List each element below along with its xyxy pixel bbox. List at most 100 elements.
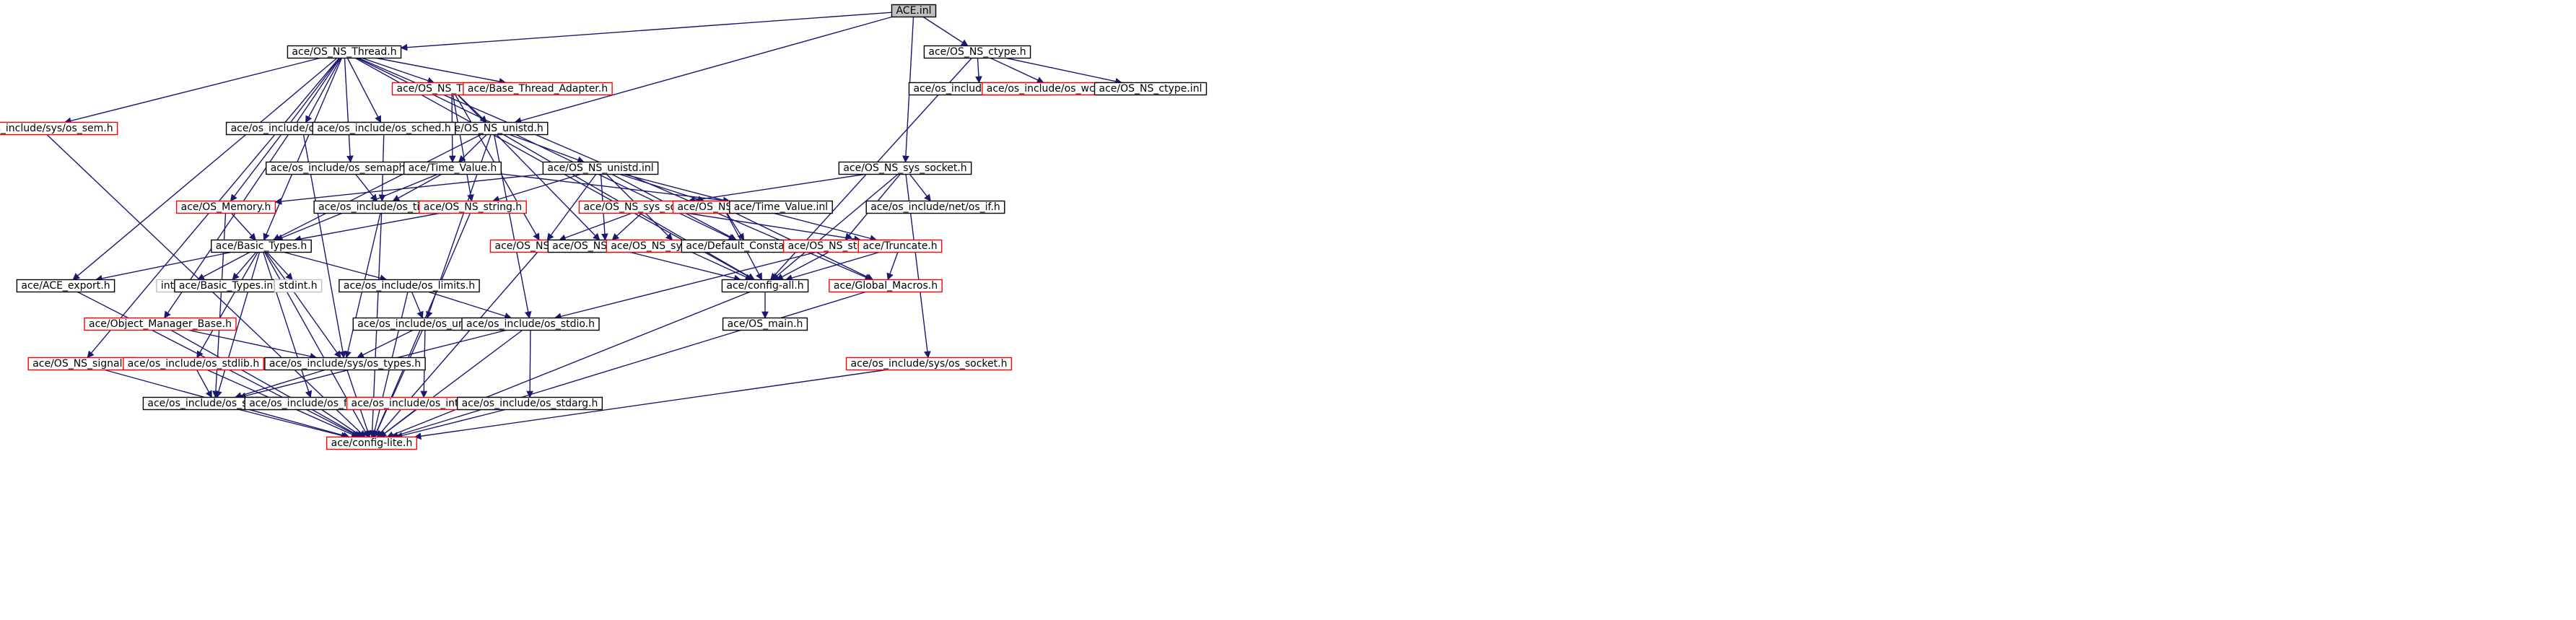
edge-os-include-os-stdio-h-to-os-include-os-stdarg-h bbox=[526, 330, 534, 398]
node-box bbox=[729, 200, 833, 214]
node-os-include-os-unistd-h[interactable]: ace/os_include/os_unistd.h bbox=[352, 317, 498, 331]
node-stdint-h[interactable]: stdint.h bbox=[274, 279, 323, 293]
node-global-macros-h[interactable]: ace/Global_Macros.h bbox=[829, 279, 943, 293]
node-box bbox=[829, 279, 943, 293]
node-os-memory-h[interactable]: ace/OS_Memory.h bbox=[175, 200, 276, 214]
node-os-ns-ctype-h[interactable]: ace/OS_NS_ctype.h bbox=[923, 45, 1031, 59]
node-label: ace/OS_NS_ctype.inl bbox=[1099, 83, 1202, 95]
node-time-value-inl[interactable]: ace/Time_Value.inl bbox=[729, 200, 833, 214]
node-os-include-sys-os-types-h[interactable]: ace/os_include/sys/os_types.h bbox=[264, 357, 426, 371]
edge-os-ns-thread-h-to-os-include-os-pthread-h bbox=[305, 58, 341, 123]
node-basic-types-h[interactable]: ace/Basic_Types.h bbox=[211, 239, 312, 253]
node-truncate-h[interactable]: ace/Truncate.h bbox=[857, 239, 943, 253]
node-os-include-sys-os-sem-h[interactable]: ace/os_include/sys/os_sem.h bbox=[0, 121, 118, 136]
node-os-ns-ctype-inl[interactable]: ace/OS_NS_ctype.inl bbox=[1093, 82, 1208, 96]
node-os-include-os-semaphore-h[interactable]: ace/os_include/os_semaphore.h bbox=[265, 161, 437, 175]
node-os-include-os-stdlib-h[interactable]: ace/os_include/os_stdlib.h bbox=[123, 357, 264, 371]
node-box bbox=[16, 279, 115, 293]
node-os-ns-sys-socket-h[interactable]: ace/OS_NS_sys_socket.h bbox=[838, 161, 972, 175]
edge-os-ns-fcntl-h-to-default-constants-h bbox=[726, 213, 745, 241]
edge-os-include-os-stdlib-h-to-os-include-os-stddef-h bbox=[196, 370, 212, 398]
node-box bbox=[542, 161, 659, 175]
node-os-include-os-stdarg-h[interactable]: ace/os_include/os_stdarg.h bbox=[456, 396, 603, 411]
node-label: ace/os_include/os_stdio.h bbox=[466, 318, 595, 330]
node-label: ace/OS_NS_unistd.h bbox=[442, 123, 543, 134]
edge-ace-inl-to-os-ns-ctype-h bbox=[922, 16, 969, 47]
edge-os-ns-thread-inl-to-os-ns-string-h bbox=[452, 95, 474, 202]
node-os-include-os-wctype-h[interactable]: ace/os_include/os_wctype.h bbox=[982, 82, 1132, 96]
node-box bbox=[845, 357, 1013, 371]
node-os-ns-unistd-h[interactable]: ace/OS_NS_unistd.h bbox=[437, 121, 549, 136]
node-label: ace/os_include/os_time.h bbox=[318, 201, 445, 213]
edge-basic-types-h-to-os-include-sys-os-types-h bbox=[265, 252, 341, 359]
node-label: ace/os_include/os_limits.h bbox=[344, 280, 475, 292]
node-label: ace/Time_Value.h bbox=[409, 162, 497, 174]
edge-os-ns-macros-h-to-config-all-h bbox=[629, 251, 741, 282]
node-os-include-os-sched-h[interactable]: ace/os_include/os_sched.h bbox=[312, 121, 456, 136]
edge-basic-types-h-to-ace-export-h bbox=[95, 251, 232, 282]
edge-global-macros-h-to-config-lite-h bbox=[390, 291, 866, 439]
edge-os-ns-unistd-inl-to-os-ns-fcntl-h bbox=[619, 173, 705, 203]
node-label: ace/os_include/os_wctype.h bbox=[987, 83, 1127, 95]
edge-os-include-os-stdarg-h-to-config-lite-h bbox=[395, 409, 506, 440]
node-layer: ACE.inl ace/OS_NS_Thread.h ace/OS_NS_ctype… bbox=[0, 4, 1208, 450]
node-box bbox=[403, 161, 502, 175]
node-box bbox=[175, 200, 276, 214]
edge-os-ns-unistd-h-to-time-value-h bbox=[458, 134, 487, 163]
node-box bbox=[287, 45, 402, 59]
node-os-include-os-time-h[interactable]: ace/os_include/os_time.h bbox=[313, 200, 450, 214]
edge-os-memory-h-to-basic-types-h bbox=[231, 213, 256, 241]
node-box bbox=[461, 317, 600, 331]
node-os-main-h[interactable]: ace/OS_main.h bbox=[722, 317, 808, 331]
edge-os-ns-sys-socket-inl-to-os-ns-errno-h bbox=[559, 212, 632, 242]
node-os-include-os-limits-h[interactable]: ace/os_include/os_limits.h bbox=[339, 279, 480, 293]
node-os-ns-thread-h[interactable]: ace/OS_NS_Thread.h bbox=[287, 45, 402, 59]
node-ace-export-h[interactable]: ace/ACE_export.h bbox=[16, 279, 115, 293]
node-time-value-h[interactable]: ace/Time_Value.h bbox=[403, 161, 502, 175]
node-os-ns-unistd-inl[interactable]: ace/OS_NS_unistd.inl bbox=[542, 161, 659, 175]
node-label: ace/OS_NS_string.h bbox=[424, 201, 522, 213]
edge-os-include-sys-os-socket-h-to-config-lite-h bbox=[414, 369, 886, 440]
edge-os-ns-thread-h-to-os-ns-thread-inl bbox=[362, 57, 435, 84]
node-label: ace/os_include/sys/os_socket.h bbox=[851, 358, 1008, 370]
node-object-manager-base-h[interactable]: ace/Object_Manager_Base.h bbox=[84, 317, 237, 331]
node-box bbox=[326, 436, 418, 450]
edge-os-ns-ctype-h-to-os-include-os-wctype-h bbox=[990, 57, 1044, 84]
node-box bbox=[857, 239, 943, 253]
node-box bbox=[312, 121, 456, 136]
node-box bbox=[721, 279, 809, 293]
node-label: ace/OS_NS_signal.h bbox=[32, 358, 132, 370]
node-config-all-h[interactable]: ace/config-all.h bbox=[721, 279, 809, 293]
node-label: ace/ACE_export.h bbox=[21, 280, 110, 292]
edge-os-ns-unistd-inl-to-os-ns-errno-h bbox=[546, 174, 597, 241]
edge-os-ns-sys-socket-h-to-os-ns-sys-socket-inl bbox=[688, 173, 865, 204]
node-basic-types-inl[interactable]: ace/Basic_Types.inl bbox=[174, 279, 281, 293]
node-base-thread-adapter-h[interactable]: ace/Base_Thread_Adapter.h bbox=[463, 82, 613, 96]
edge-os-ns-stropts-h-to-config-all-h bbox=[776, 251, 829, 281]
node-label: stdint.h bbox=[279, 280, 317, 292]
edge-os-ns-unistd-inl-to-os-ns-string-h bbox=[492, 173, 581, 203]
node-label: ace/os_include/os_semaphore.h bbox=[271, 162, 432, 174]
edge-os-ns-sys-socket-inl-to-os-ns-macros-h bbox=[611, 212, 642, 241]
edge-os-include-os-unistd-h-to-config-lite-h bbox=[373, 330, 423, 438]
node-box bbox=[419, 200, 527, 214]
node-os-ns-string-h[interactable]: ace/OS_NS_string.h bbox=[419, 200, 527, 214]
node-box bbox=[84, 317, 237, 331]
node-os-include-net-os-if-h[interactable]: ace/os_include/net/os_if.h bbox=[865, 200, 1005, 214]
node-os-include-os-stdio-h[interactable]: ace/os_include/os_stdio.h bbox=[461, 317, 600, 331]
edge-os-ns-thread-h-to-basic-types-h bbox=[263, 58, 343, 241]
edge-os-ns-thread-h-to-ace-export-h bbox=[72, 57, 338, 281]
node-os-include-sys-os-socket-h[interactable]: ace/os_include/sys/os_socket.h bbox=[845, 357, 1013, 371]
edge-basic-types-h-to-os-include-os-stdlib-h bbox=[196, 252, 258, 359]
edge-os-ns-thread-inl-to-os-ns-macros-h bbox=[457, 95, 601, 241]
edge-os-ns-unistd-inl-to-os-memory-h bbox=[274, 173, 543, 205]
node-config-lite-h[interactable]: ace/config-lite.h bbox=[326, 436, 418, 450]
edge-os-include-os-inttypes-h-to-config-lite-h bbox=[379, 409, 416, 438]
node-label: ace/OS_NS_sys_socket.h bbox=[843, 162, 966, 174]
node-label: ace/os_include/os_unistd.h bbox=[357, 318, 492, 330]
edge-os-ns-string-h-to-basic-types-h bbox=[294, 212, 440, 243]
edge-os-ns-unistd-h-to-basic-types-h bbox=[272, 134, 481, 241]
node-os-ns-signal-h[interactable]: ace/OS_NS_signal.h bbox=[27, 357, 137, 371]
node-ace-inl[interactable]: ACE.inl bbox=[891, 4, 937, 18]
edge-os-include-os-semaphore-h-to-os-include-os-time-h bbox=[355, 174, 377, 202]
